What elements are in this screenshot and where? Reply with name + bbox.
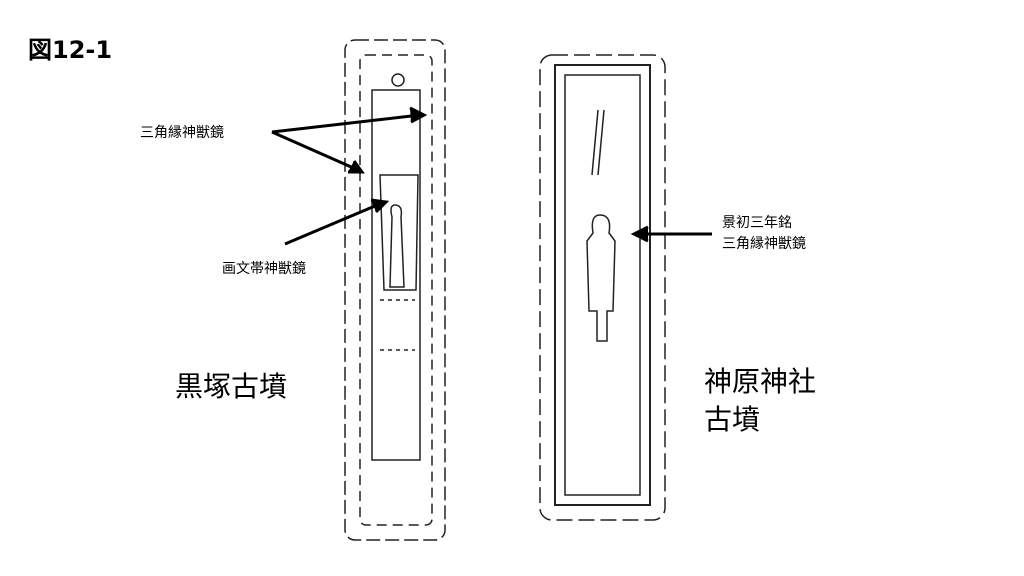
kambara-tomb-drawing [539,54,666,521]
kambara-title-line1: 神原神社 [704,365,817,398]
kurozuka-tomb-drawing [344,39,446,541]
figure-label: 図12-1 [28,36,113,64]
label-gamontai-mirror: 画文帯神獣鏡 [222,261,306,277]
kurozuka-title: 黒塚古墳 [175,370,288,403]
kambara-title-line2: 古墳 [704,403,761,436]
label-keisho-line2: 三角縁神獣鏡 [722,236,806,252]
label-keisho-line1: 景初三年銘 [722,215,792,231]
arrows [271,106,712,246]
label-sankakubuchi-mirror: 三角縁神獣鏡 [140,125,224,141]
